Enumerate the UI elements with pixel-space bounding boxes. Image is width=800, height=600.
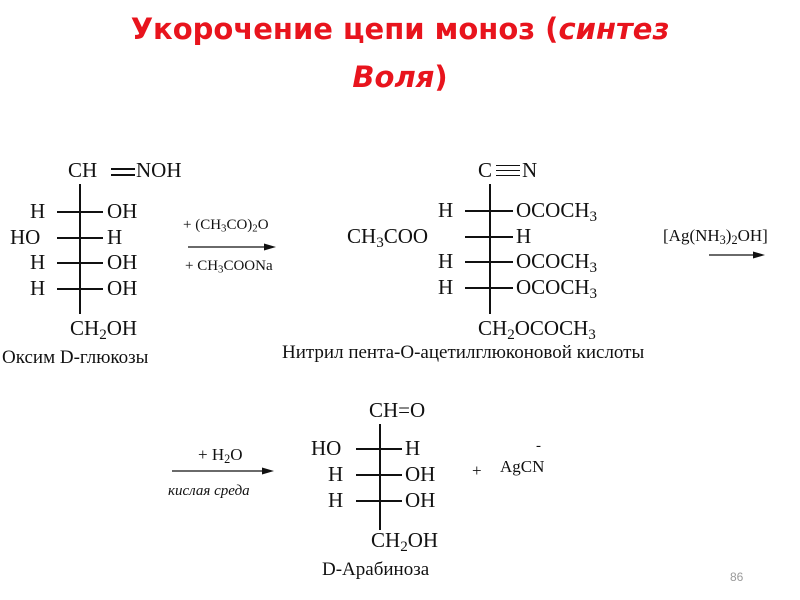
nitrile-c2-right: OCOCH3 — [516, 198, 598, 225]
oxime-row-bond — [57, 237, 103, 239]
nitrile-c3-right: H — [516, 224, 532, 248]
silver-cyanide-formula: AgCN — [500, 457, 545, 476]
nitrile-n-atom: N — [522, 158, 538, 182]
oxime-c5-right: OH — [107, 276, 138, 300]
arabinose-aldehyde-group: CH=O — [369, 398, 426, 422]
nitrile-c3-left: CH3COO — [347, 224, 429, 251]
nitrile-c2-left: H — [438, 198, 454, 222]
arabinose-ch2oh-group: CH2OH — [371, 528, 439, 555]
oxime-double-bond-line — [111, 174, 135, 176]
arabinose-c3-right: OH — [405, 462, 436, 486]
arabinose-c2-left: HO — [311, 436, 342, 460]
oxime-ch2oh-group: CH2OH — [70, 316, 138, 343]
oxime-backbone-line — [79, 184, 81, 314]
acetic-anhydride-reagent: + (CH3CO)2O — [183, 217, 269, 235]
arabinose-c3-left: H — [328, 462, 344, 486]
nitrile-caption: Нитрил пента-О-ацетилглюконовой кислоты — [282, 342, 645, 363]
oxime-c3-right: H — [107, 225, 123, 249]
sodium-acetate-reagent: + CH3COONa — [185, 258, 273, 276]
slide-number: 86 — [730, 570, 744, 584]
arabinose-row-bond — [356, 474, 402, 476]
nitrile-triple-bond-line — [496, 165, 520, 167]
title-italic-name: Воля — [352, 60, 435, 94]
oxime-row-bond — [57, 288, 103, 290]
arabinose-row-bond — [356, 500, 402, 502]
nitrile-triple-bond-line — [496, 170, 520, 172]
oxime-ch-group: CH — [68, 158, 98, 182]
nitrile-c-atom: C — [478, 158, 493, 182]
oxime-row-bond — [57, 211, 103, 213]
arabinose-row-bond — [356, 448, 402, 450]
oxime-c3-left: HO — [10, 225, 41, 249]
oxime-c4-left: H — [30, 250, 46, 274]
title-plain-text: Укорочение цепи моноз ( — [130, 12, 559, 46]
nitrile-c4-left: H — [438, 249, 454, 273]
oxime-double-bond-line — [111, 168, 135, 170]
reaction-arrow-3 — [172, 467, 274, 475]
arabinose-c4-right: OH — [405, 488, 436, 512]
nitrile-c4-right: OCOCH3 — [516, 249, 598, 276]
title-close-paren: ) — [434, 60, 448, 94]
oxime-c2-right: OH — [107, 199, 138, 223]
nitrile-c5-right: OCOCH3 — [516, 275, 598, 302]
nitrile-ch2-acetate-group: CH2OCOCH3 — [478, 316, 596, 343]
nitrile-row-bond — [465, 210, 513, 212]
oxime-c5-left: H — [30, 276, 46, 300]
reaction-arrow-1 — [188, 243, 276, 251]
arabinose-caption: D-Арабиноза — [322, 559, 430, 580]
slide-title-line-1: Укорочение цепи моноз (синтез — [0, 12, 800, 46]
nitrile-row-bond — [465, 261, 513, 263]
oxime-c2-left: H — [30, 199, 46, 223]
acidic-medium-condition: кислая среда — [168, 483, 250, 499]
charge-mark: - — [536, 438, 541, 454]
nitrile-triple-bond-line — [496, 175, 520, 177]
water-reagent: + H2O — [198, 445, 243, 467]
nitrile-row-bond — [465, 287, 513, 289]
plus-sign: + — [472, 461, 482, 480]
oxime-c4-right: OH — [107, 250, 138, 274]
arabinose-backbone-line — [379, 424, 381, 530]
oxime-row-bond — [57, 262, 103, 264]
nitrile-backbone-line — [489, 184, 491, 314]
reaction-arrow-2 — [709, 251, 765, 259]
nitrile-c5-left: H — [438, 275, 454, 299]
title-italic-text: синтез — [558, 12, 670, 46]
arabinose-c4-left: H — [328, 488, 344, 512]
nitrile-row-bond — [465, 236, 513, 238]
slide-title-line-2: Воля) — [0, 60, 800, 94]
oxime-caption: Оксим D-глюкозы — [2, 347, 149, 368]
tollens-reagent: [Ag(NH3)2OH] — [663, 226, 768, 248]
oxime-noh-group: NOH — [136, 158, 182, 182]
arabinose-c2-right: H — [405, 436, 421, 460]
